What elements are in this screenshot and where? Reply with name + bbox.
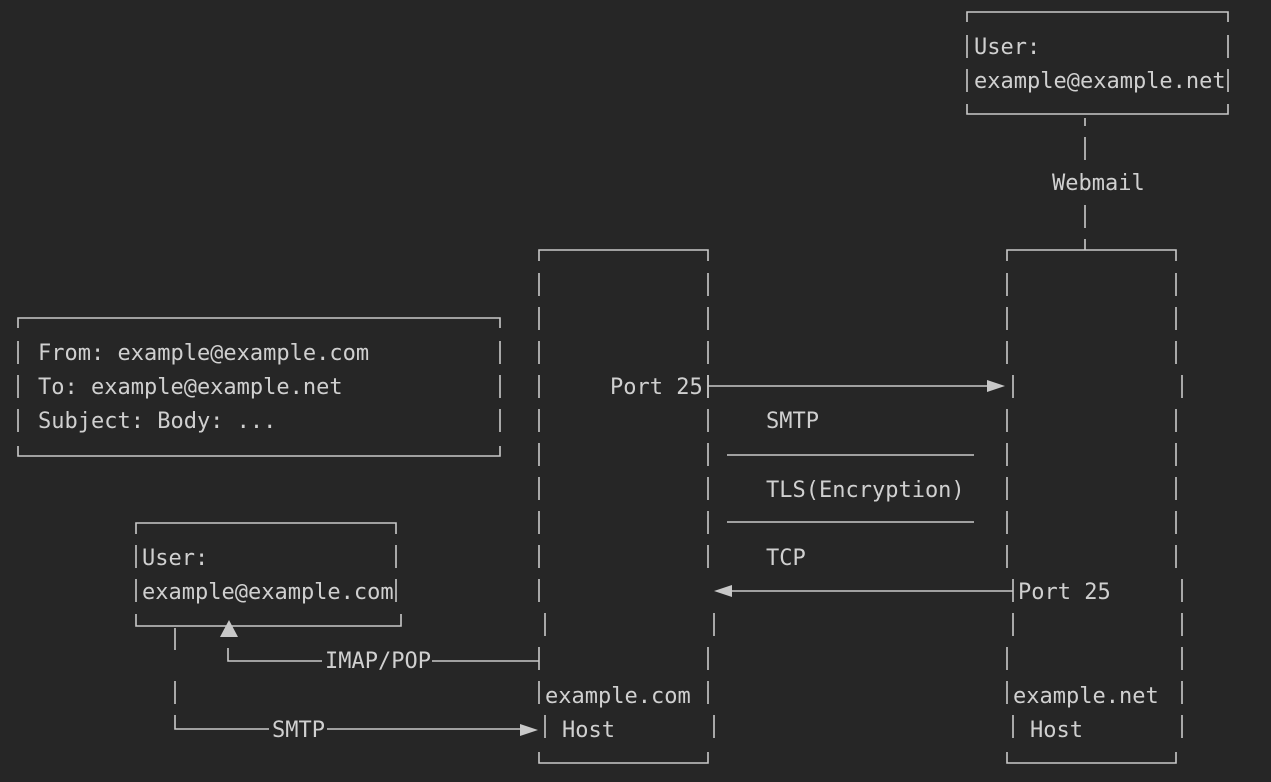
recipient-user-email: example@example.net xyxy=(974,69,1226,94)
smtp-submit-link: SMTP xyxy=(174,628,538,743)
sender-user-email: example@example.com xyxy=(142,580,394,605)
sender-host-suffix: Host xyxy=(562,718,615,743)
recipient-host-box: Port 25 example.net Host xyxy=(1006,249,1183,764)
protocol-stack: SMTP TLS(Encryption) TCP xyxy=(727,409,974,571)
imap-pop-label: IMAP/POP xyxy=(325,649,431,674)
recipient-host-name: example.net xyxy=(1013,684,1159,709)
protocol-smtp-label: SMTP xyxy=(766,409,819,434)
message-from-line: From: example@example.com xyxy=(38,341,369,366)
recipient-user-label: User: xyxy=(974,35,1040,60)
return-transfer-arrow xyxy=(714,579,1014,602)
smtp-transfer-arrow xyxy=(707,375,1005,398)
recipient-host-port: Port 25 xyxy=(1018,580,1111,605)
sender-host-port: Port 25 xyxy=(610,375,703,400)
arrowhead-left-icon xyxy=(714,585,732,597)
message-subject-line: Subject: Body: ... xyxy=(38,409,276,434)
webmail-label: Webmail xyxy=(1052,171,1145,196)
sender-host-name: example.com xyxy=(545,684,691,709)
sender-user-label: User: xyxy=(142,546,208,571)
webmail-link: Webmail xyxy=(1052,118,1145,250)
protocol-tcp-label: TCP xyxy=(766,546,806,571)
message-to-line: To: example@example.net xyxy=(38,375,343,400)
recipient-user-box: User: example@example.net xyxy=(966,11,1229,115)
imap-pop-link: IMAP/POP xyxy=(220,620,539,674)
arrowhead-up-icon xyxy=(220,620,238,637)
arrowhead-right-icon xyxy=(520,724,538,736)
smtp-submit-label: SMTP xyxy=(272,718,325,743)
arrowhead-right-icon xyxy=(987,380,1005,392)
protocol-tls-label: TLS(Encryption) xyxy=(766,478,965,503)
recipient-host-suffix: Host xyxy=(1030,718,1083,743)
message-box: From: example@example.com To: example@ex… xyxy=(17,317,501,457)
sender-host-box: Port 25 example.com Host xyxy=(538,249,715,764)
sender-user-box: User: example@example.com xyxy=(135,522,402,627)
